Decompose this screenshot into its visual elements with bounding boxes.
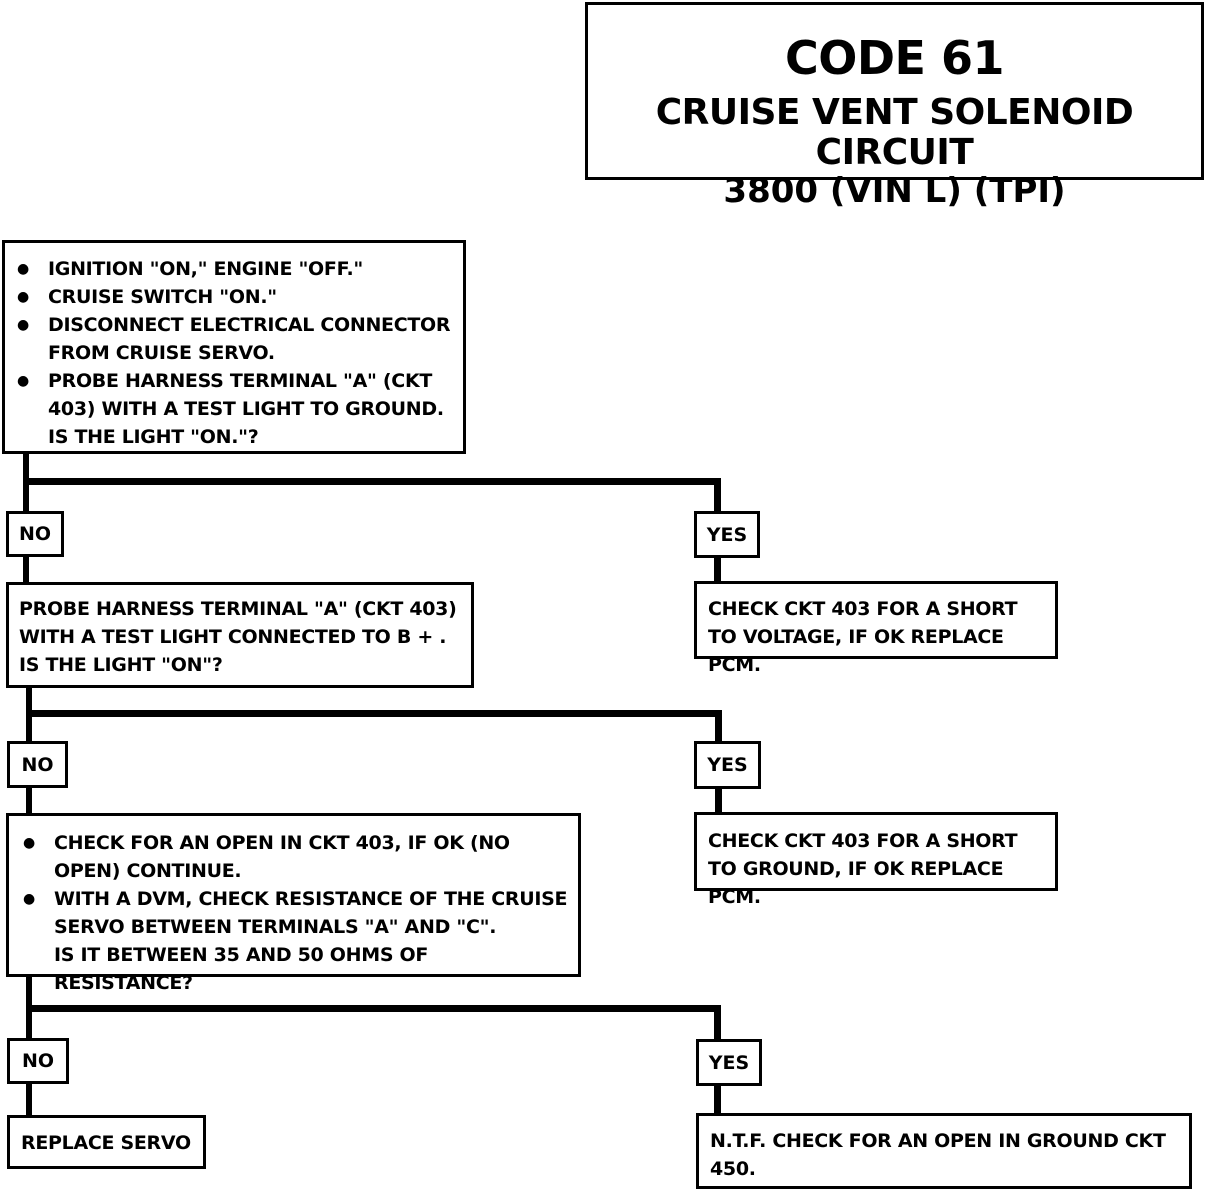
- step-4-no-result: REPLACE SERVO: [7, 1115, 206, 1169]
- no-label: NO: [7, 741, 68, 788]
- step-3-list: CHECK FOR AN OPEN IN CKT 403, IF OK (NO …: [21, 829, 570, 941]
- step-1-question: IS THE LIGHT "ON."?: [48, 426, 259, 448]
- connector-line: [714, 478, 721, 514]
- connector-line: [714, 1084, 721, 1116]
- yes-label: YES: [696, 1039, 762, 1086]
- connector-line: [715, 787, 722, 814]
- connector-line: [26, 1005, 721, 1012]
- connector-line: [26, 786, 32, 816]
- step-3-yes-result-text: CHECK CKT 403 FOR A SHORT TO GROUND, IF …: [708, 830, 1018, 908]
- connector-line: [26, 1082, 32, 1118]
- step-3-yes-result: CHECK CKT 403 FOR A SHORT TO GROUND, IF …: [694, 812, 1058, 908]
- connector-line: [715, 710, 722, 743]
- step-2-text: PROBE HARNESS TERMINAL "A" (CKT 403) WIT…: [19, 598, 457, 676]
- no-label: NO: [7, 1038, 69, 1084]
- step-2-yes-result: CHECK CKT 403 FOR A SHORT TO VOLTAGE, IF…: [694, 581, 1058, 676]
- step-1-bullet: IGNITION "ON," ENGINE "OFF.": [15, 255, 455, 283]
- step-1-bullet: DISCONNECT ELECTRICAL CONNECTOR FROM CRU…: [15, 311, 455, 367]
- connector-line: [714, 1005, 721, 1041]
- engine-designation: 3800 (VIN L) (TPI): [723, 171, 1066, 211]
- step-3-box: CHECK FOR AN OPEN IN CKT 403, IF OK (NO …: [6, 813, 581, 994]
- yes-label: YES: [694, 741, 761, 789]
- yes-label: YES: [694, 511, 760, 558]
- step-2-box: PROBE HARNESS TERMINAL "A" (CKT 403) WIT…: [6, 582, 474, 688]
- step-1-bullet: CRUISE SWITCH "ON.": [15, 283, 455, 311]
- connector-line: [23, 555, 29, 585]
- step-4-yes-result-text: N.T.F. CHECK FOR AN OPEN IN GROUND CKT 4…: [710, 1130, 1166, 1180]
- diagram-title: CODE 61: [785, 31, 1005, 85]
- connector-line: [23, 478, 721, 485]
- step-3-bullet: CHECK FOR AN OPEN IN CKT 403, IF OK (NO …: [21, 829, 570, 885]
- step-1-list: IGNITION "ON," ENGINE "OFF." CRUISE SWIT…: [15, 255, 455, 423]
- title-box: CODE 61 CRUISE VENT SOLENOID CIRCUIT 380…: [585, 2, 1204, 209]
- connector-line: [714, 556, 721, 583]
- connector-line: [26, 710, 722, 717]
- step-1-bullet: PROBE HARNESS TERMINAL "A" (CKT 403) WIT…: [15, 367, 455, 423]
- step-4-yes-result: N.T.F. CHECK FOR AN OPEN IN GROUND CKT 4…: [696, 1113, 1192, 1189]
- step-3-question: IS IT BETWEEN 35 AND 50 OHMS OF RESISTAN…: [54, 944, 429, 994]
- step-4-no-result-text: REPLACE SERVO: [21, 1132, 191, 1154]
- no-label: NO: [6, 511, 64, 557]
- step-2-yes-result-text: CHECK CKT 403 FOR A SHORT TO VOLTAGE, IF…: [708, 598, 1018, 676]
- diagram-subtitle: CRUISE VENT SOLENOID CIRCUIT: [655, 92, 1134, 173]
- step-3-bullet: WITH A DVM, CHECK RESISTANCE OF THE CRUI…: [21, 885, 570, 941]
- step-1-box: IGNITION "ON," ENGINE "OFF." CRUISE SWIT…: [2, 240, 466, 454]
